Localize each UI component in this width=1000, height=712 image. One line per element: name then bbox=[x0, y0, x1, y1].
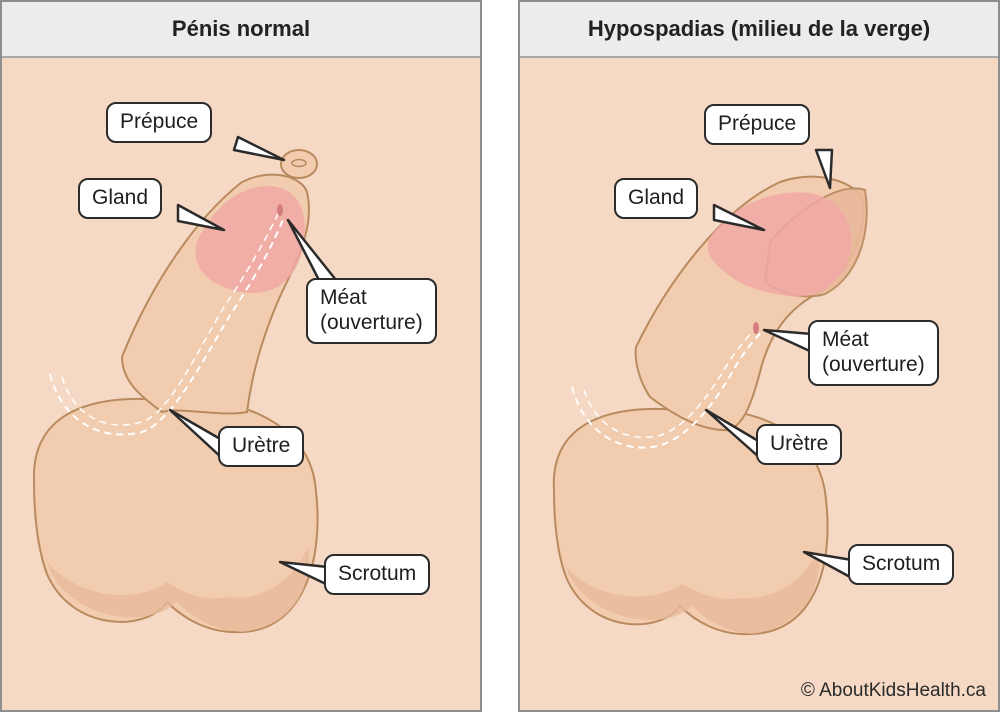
panel-title-hypospadias: Hypospadias (milieu de la verge) bbox=[520, 2, 998, 58]
urethra-path-2 bbox=[583, 327, 757, 438]
urethra-path bbox=[49, 216, 285, 436]
label-meat: Méat (ouverture) bbox=[808, 320, 939, 386]
copyright-credit: © AboutKidsHealth.ca bbox=[800, 680, 986, 701]
urethra-path-2 bbox=[61, 213, 279, 426]
label-uretre: Urètre bbox=[218, 426, 305, 467]
label-meat: Méat (ouverture) bbox=[306, 278, 437, 344]
label-gland: Gland bbox=[78, 178, 163, 219]
prepuce-tip bbox=[280, 149, 318, 179]
label-scrotum: Scrotum bbox=[324, 554, 431, 595]
pointer-prepuce bbox=[232, 135, 286, 162]
glans-shape bbox=[195, 185, 305, 293]
hypospadias-panel: Hypospadias (milieu de la verge) Prépuce… bbox=[518, 0, 1000, 712]
scrotum-shadow bbox=[566, 550, 819, 634]
hypospadias-anatomy-illustration bbox=[552, 148, 868, 636]
meatus-mark bbox=[753, 322, 759, 334]
normal-anatomy-illustration bbox=[32, 135, 338, 634]
pointer-gland bbox=[176, 203, 226, 232]
meatus-mark bbox=[277, 204, 283, 216]
label-gland: Gland bbox=[614, 178, 699, 219]
scrotum-shadow bbox=[47, 547, 309, 632]
pointer-gland bbox=[712, 203, 766, 232]
pointer-prepuce bbox=[814, 148, 834, 190]
label-uretre: Urètre bbox=[756, 424, 843, 465]
label-scrotum: Scrotum bbox=[848, 544, 955, 585]
normal-panel: Pénis normal Prépuce Gland Méat (ouvertu… bbox=[0, 0, 482, 712]
glans-shape bbox=[707, 192, 852, 297]
urethra-path bbox=[571, 329, 765, 449]
label-prepuce: Prépuce bbox=[704, 104, 811, 145]
panel-title-normal: Pénis normal bbox=[2, 2, 480, 58]
label-prepuce: Prépuce bbox=[106, 102, 213, 143]
